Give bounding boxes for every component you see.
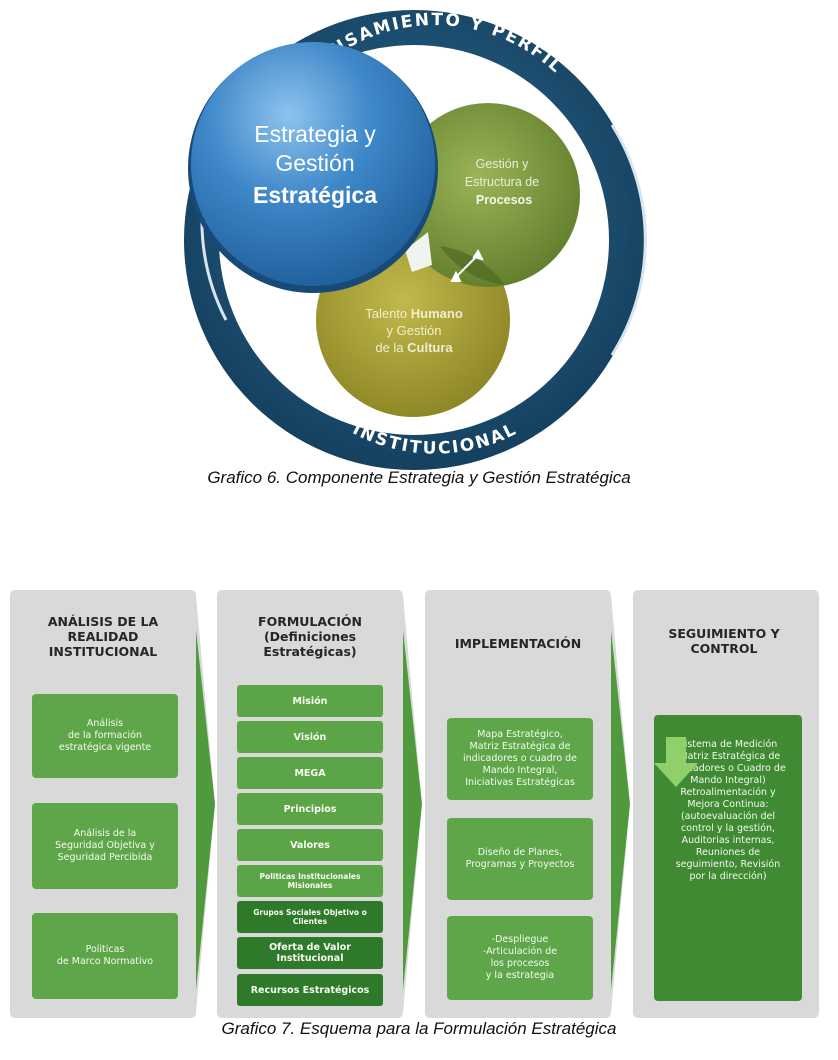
process-talent-overlap bbox=[440, 246, 505, 285]
box-line: Seguridad Objetiva y bbox=[55, 840, 155, 851]
stage-formulation: FORMULACIÓN (Definiciones Estratégicas) … bbox=[217, 590, 427, 1018]
box-line: indicadores o cuadro de bbox=[462, 753, 578, 764]
analysis-box-security: Análisis de la Seguridad Objetiva y Segu… bbox=[32, 803, 178, 889]
talent-line3-bold: Cultura bbox=[407, 340, 453, 355]
stage-monitoring: SEGUIMIENTO Y CONTROL Sistema de Medició… bbox=[633, 590, 825, 1018]
stage-analysis: ANÁLISIS DE LA REALIDAD INSTITUCIONAL An… bbox=[10, 590, 220, 1018]
box-line: Seguridad Percibida bbox=[57, 852, 153, 863]
figure-6-caption: Grafico 6. Componente Estrategia y Gesti… bbox=[207, 468, 631, 487]
formulation-item-valores: Valores bbox=[237, 829, 383, 861]
box-line: Programas y Proyectos bbox=[465, 859, 575, 870]
main-circle-line2: Gestión bbox=[275, 150, 354, 176]
box-line: Mando Integral, bbox=[482, 765, 558, 776]
stage-analysis-title-line1: ANÁLISIS DE LA bbox=[47, 614, 159, 629]
down-arrow-icon bbox=[654, 737, 698, 787]
stage-monitoring-title-line2: CONTROL bbox=[690, 641, 758, 656]
graphic-6-strategy-component: PENSAMIENTO Y PERFIL INSTITUCIONAL Estra… bbox=[0, 0, 838, 470]
box-line: de la formación bbox=[67, 730, 143, 741]
stage-formulation-title-line1: FORMULACIÓN bbox=[258, 614, 362, 629]
panel-line: Sistema de Medición bbox=[678, 739, 778, 750]
box-line: Iniciativas Estratégicas bbox=[465, 777, 575, 788]
formulation-item-politicas: Politicas Institucionales Misionales bbox=[237, 865, 383, 897]
panel-line: (autoevaluación del bbox=[680, 811, 776, 822]
talent-line3-plain: de la bbox=[375, 340, 407, 355]
talent-circle-line3: de la Cultura bbox=[375, 340, 453, 355]
panel-line: Auditorias internas, bbox=[681, 835, 775, 846]
monitoring-top-text: Sistema de Medición (Matriz Estratégica … bbox=[670, 739, 786, 787]
box-line: los procesos bbox=[490, 958, 550, 969]
box-line: Análisis bbox=[86, 718, 124, 729]
talent-circle-line2: y Gestión bbox=[387, 323, 442, 338]
stage-formulation-title-line2: (Definiciones bbox=[263, 629, 357, 644]
stage-monitoring-title: SEGUIMIENTO Y CONTROL bbox=[639, 626, 809, 656]
monitoring-panel: Sistema de Medición (Matriz Estratégica … bbox=[654, 715, 802, 1001]
process-circle bbox=[396, 103, 580, 287]
process-circle-line1: Gestión y bbox=[476, 157, 530, 171]
stage-formulation-title: FORMULACIÓN (Definiciones Estratégicas) bbox=[225, 614, 395, 659]
stage-analysis-title-line3: INSTITUCIONAL bbox=[48, 644, 158, 659]
strategy-venn-diagram: PENSAMIENTO Y PERFIL INSTITUCIONAL Estra… bbox=[184, 10, 647, 470]
box-line: -Despliegue bbox=[491, 934, 549, 945]
stage-analysis-title-line2: REALIDAD bbox=[67, 629, 139, 644]
box-line: Mapa Estratégico, bbox=[477, 729, 563, 740]
talent-line1-plain: Talento bbox=[365, 306, 411, 321]
box-line: Matriz Estratégica de bbox=[469, 741, 571, 752]
process-circle-line3: Procesos bbox=[476, 193, 532, 207]
panel-line: Mando Integral) bbox=[690, 775, 766, 786]
main-circle-line1: Estrategia y bbox=[254, 121, 376, 147]
implementation-box-map: Mapa Estratégico, Matriz Estratégica de … bbox=[447, 718, 593, 800]
stage-implementation-shape bbox=[425, 590, 630, 1018]
double-arrow-icon bbox=[450, 249, 484, 282]
implementation-box-plans: Diseño de Planes, Programas y Proyectos bbox=[447, 818, 593, 900]
formulation-item-grupos: Grupos Sociales Objetivo o Clientes bbox=[237, 901, 383, 933]
panel-line: Reuniones de bbox=[695, 847, 761, 858]
box-line: Politicas bbox=[85, 944, 125, 955]
box-line: Diseño de Planes, bbox=[477, 847, 563, 858]
panel-line: Indicadores o Cuadro de bbox=[670, 763, 786, 774]
stage-implementation-title: IMPLEMENTACIÓN bbox=[433, 636, 603, 651]
stage-monitoring-title-line1: SEGUIMIENTO Y bbox=[668, 626, 780, 641]
panel-line: Mejora Continua: bbox=[687, 799, 769, 810]
box-line: de Marco Normativo bbox=[56, 956, 154, 967]
formulation-item-mega: MEGA bbox=[237, 757, 383, 789]
box-line: y la estrategia bbox=[485, 970, 555, 981]
formulation-item-mision: Misión bbox=[237, 685, 383, 717]
main-circle bbox=[191, 42, 435, 286]
ring-highlight-right bbox=[610, 124, 647, 356]
talent-circle-line1: Talento Humano bbox=[365, 306, 463, 321]
formulation-item-principios: Principios bbox=[237, 793, 383, 825]
analysis-box-policies: Politicas de Marco Normativo bbox=[32, 913, 178, 999]
box-line: Análisis de la bbox=[73, 828, 137, 839]
connector-fold bbox=[405, 232, 432, 272]
formulation-item-recursos: Recursos Estratégicos bbox=[237, 974, 383, 1006]
panel-line: Retroalimentación y bbox=[680, 787, 776, 798]
stage-formulation-title-line3: Estratégicas) bbox=[263, 644, 357, 659]
panel-line: control y la gestión, bbox=[680, 823, 776, 834]
stage-implementation-title-line1: IMPLEMENTACIÓN bbox=[454, 636, 582, 651]
box-line: estratégica vigente bbox=[58, 742, 152, 753]
main-circle-line3: Estratégica bbox=[253, 182, 377, 208]
box-line: -Articulación de bbox=[482, 946, 558, 957]
stage-analysis-title: ANÁLISIS DE LA REALIDAD INSTITUCIONAL bbox=[18, 614, 188, 659]
implementation-box-deployment: -Despliegue -Articulación de los proceso… bbox=[447, 916, 593, 1000]
panel-line: por la dirección) bbox=[689, 871, 767, 882]
analysis-box-formation: Análisis de la formación estratégica vig… bbox=[32, 694, 178, 778]
panel-line: seguimiento, Revisión bbox=[675, 859, 781, 870]
formulation-item-vision: Visión bbox=[237, 721, 383, 753]
stage-implementation: IMPLEMENTACIÓN Mapa Estratégico, Matriz … bbox=[425, 590, 635, 1018]
figure-7-caption: Grafico 7. Esquema para la Formulación E… bbox=[221, 1019, 617, 1038]
process-circle-line2: Estructura de bbox=[465, 175, 539, 189]
talent-line1-bold: Humano bbox=[411, 306, 463, 321]
panel-line: (Matriz Estratégica de bbox=[675, 751, 781, 762]
monitoring-bottom-text: Retroalimentación y Mejora Continua: (au… bbox=[676, 787, 781, 883]
formulation-item-oferta: Oferta de Valor Institucional bbox=[237, 937, 383, 969]
